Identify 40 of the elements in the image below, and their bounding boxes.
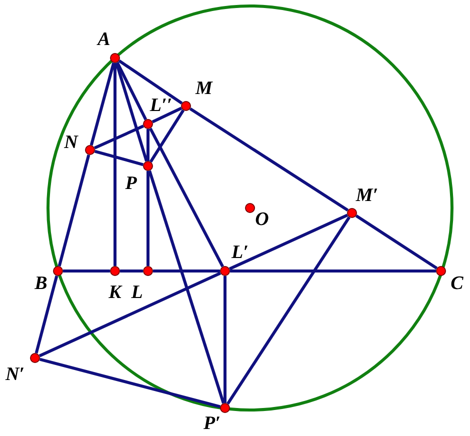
line-segment (114, 63, 116, 266)
line-segment (149, 109, 185, 163)
line-segment (116, 62, 148, 120)
point-label: O (254, 209, 270, 231)
line-segment (94, 150, 144, 166)
line-segment (224, 276, 226, 403)
line-segment (152, 106, 182, 124)
line-segment (146, 129, 150, 161)
line-segment (94, 124, 144, 150)
point-label: L′′ (148, 95, 174, 117)
line-segment (226, 216, 351, 405)
point-label: M′ (354, 185, 380, 207)
line-segment (58, 154, 90, 267)
line-segment (39, 358, 221, 408)
point-label: P (124, 173, 138, 195)
line-segment (38, 272, 222, 358)
point-label: A (96, 29, 112, 51)
point-label: N′ (4, 364, 26, 386)
line-segment (153, 270, 220, 272)
line-segment (148, 170, 225, 404)
line-segment (189, 107, 349, 212)
point-label: C (450, 273, 464, 295)
point-label: P′ (202, 413, 222, 435)
line-segment (90, 62, 116, 146)
point-label: K (108, 282, 124, 304)
line-segment (115, 62, 148, 162)
point-label: N (63, 132, 80, 154)
line-segment (120, 270, 143, 272)
line-segment (230, 270, 436, 272)
point-label: L (130, 282, 144, 304)
line-segment (228, 214, 348, 270)
point-label: B (34, 273, 48, 295)
line-segment (63, 270, 110, 272)
line-segment (34, 275, 58, 354)
line-segment (118, 60, 183, 104)
point-label: L′ (230, 242, 250, 264)
line-segment (355, 214, 438, 270)
point-label: M (194, 78, 214, 100)
line-segment (149, 128, 224, 268)
line-segment (146, 171, 150, 266)
